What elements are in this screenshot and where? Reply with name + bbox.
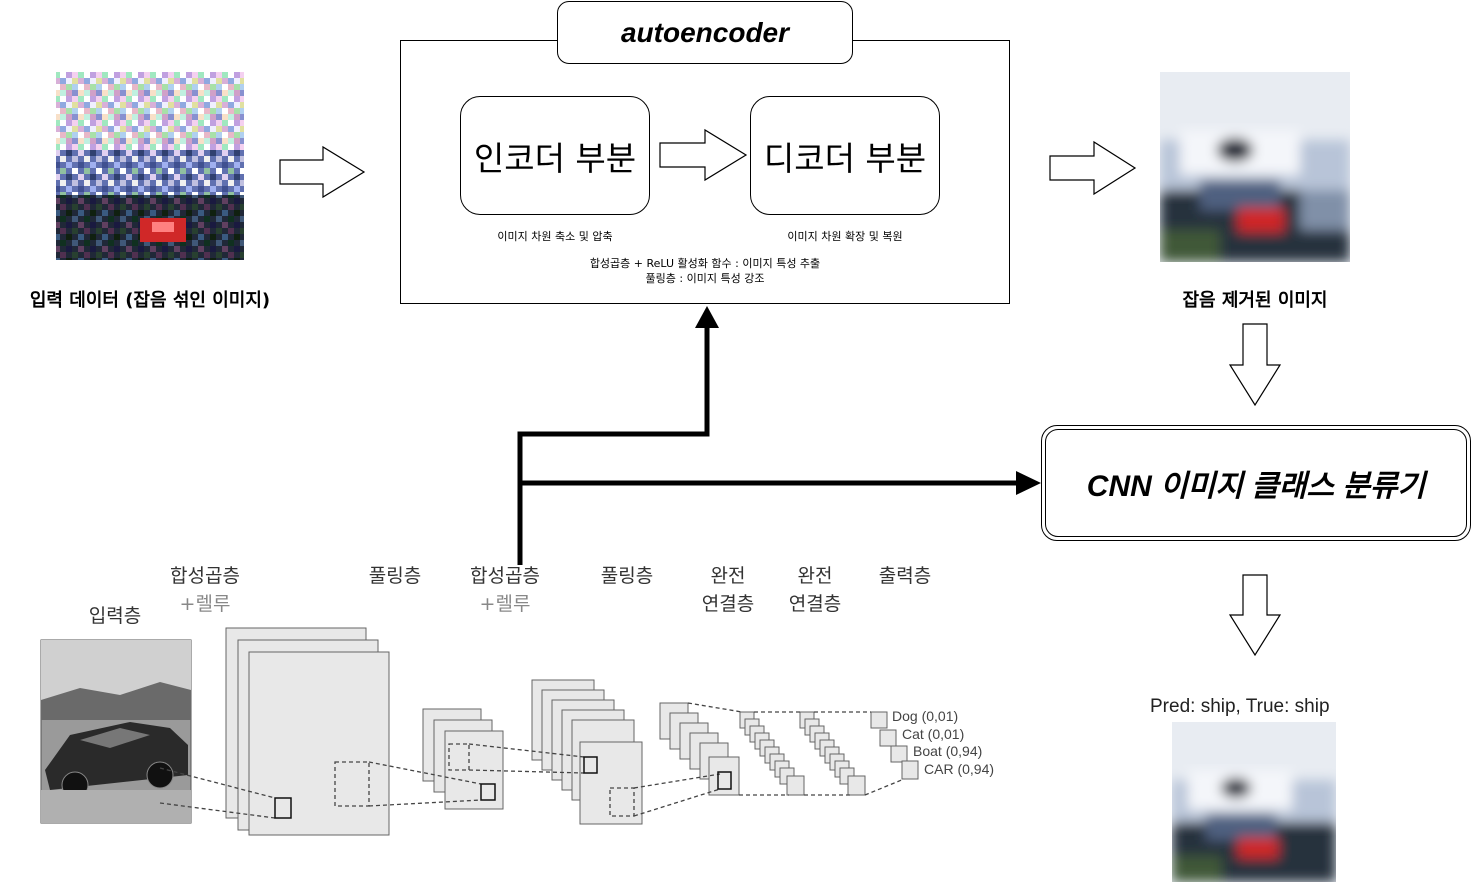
projection-lines	[159, 702, 905, 819]
conv1-feature-maps	[225, 627, 390, 836]
class-score-boat: Boat (0,94)	[913, 743, 982, 759]
layer-label-conv1-b: +렐루	[179, 593, 231, 615]
arrowhead-right-icon	[1016, 471, 1041, 495]
decoder-description: 이미지 차원 확장 및 복원	[787, 230, 903, 243]
encoder-description: 이미지 차원 축소 및 압축	[497, 230, 613, 243]
class-score-car: CAR (0,94)	[924, 761, 994, 777]
layer-label-conv1: 합성곱층 +렐루	[160, 562, 250, 618]
layer-label-conv1-a: 합성곱층	[170, 565, 240, 587]
layer-label-pool1: 풀링층	[368, 565, 422, 587]
layer-label-fc1-b: 연결층	[701, 593, 755, 615]
denoised-output-image	[1160, 72, 1350, 262]
class-score-cat: Cat (0,01)	[902, 726, 964, 742]
layer-label-conv2: 합성곱층 +렐루	[460, 562, 550, 618]
layer-label-conv2-a: 합성곱층	[470, 565, 540, 587]
arrow-right-icon	[1049, 140, 1137, 196]
noisy-input-image	[56, 72, 244, 260]
arrow-down-icon	[1228, 574, 1282, 657]
class-score-dog: Dog (0,01)	[892, 708, 958, 724]
pool2-feature-maps	[659, 702, 740, 796]
autoencoder-note-line1: 합성곱층 + ReLU 활성화 함수 : 이미지 특성 추출	[589, 257, 821, 270]
arrow-right-icon	[279, 145, 366, 199]
cnn-input-car-photo	[40, 639, 192, 824]
layer-label-fc2-a: 완전	[797, 565, 833, 587]
layer-label-pool2: 풀링층	[600, 565, 654, 587]
prediction-image	[1172, 722, 1336, 882]
layer-label-fc1: 완전 연결층	[683, 562, 773, 618]
layer-label-input: 입력층	[88, 605, 142, 627]
encoder-box: 인코더 부분	[460, 96, 650, 215]
input-caption: 입력 데이터 (잡음 섞인 이미지)	[29, 290, 271, 311]
decoder-box: 디코더 부분	[750, 96, 940, 215]
output-nodes	[870, 711, 919, 780]
layer-label-conv2-b: +렐루	[479, 593, 531, 615]
prediction-label: Pred: ship, True: ship	[1150, 696, 1330, 717]
layer-label-fc1-a: 완전	[710, 565, 746, 587]
autoencoder-title: autoencoder	[557, 1, 853, 64]
arrow-down-icon	[1228, 323, 1282, 407]
cnn-classifier-outer-border	[1041, 425, 1471, 541]
kernel-windows	[274, 756, 732, 819]
layer-label-output: 출력층	[878, 565, 932, 587]
layer-label-fc2-b: 연결층	[788, 593, 842, 615]
arrowhead-up-icon	[695, 306, 719, 328]
fc2-layer	[799, 711, 866, 796]
connector-to-autoencoder	[517, 325, 710, 565]
fc1-layer	[739, 711, 805, 796]
output-caption: 잡음 제거된 이미지	[1182, 290, 1328, 311]
cnn-classifier-box: CNN 이미지 클래스 분류기	[1045, 429, 1467, 537]
layer-label-fc2: 완전 연결층	[770, 562, 860, 618]
conv2-feature-maps	[531, 679, 643, 825]
autoencoder-note-line2: 풀링층 : 이미지 특성 강조	[645, 272, 765, 285]
arrow-right-icon	[659, 128, 748, 182]
pool1-feature-maps	[422, 708, 504, 810]
